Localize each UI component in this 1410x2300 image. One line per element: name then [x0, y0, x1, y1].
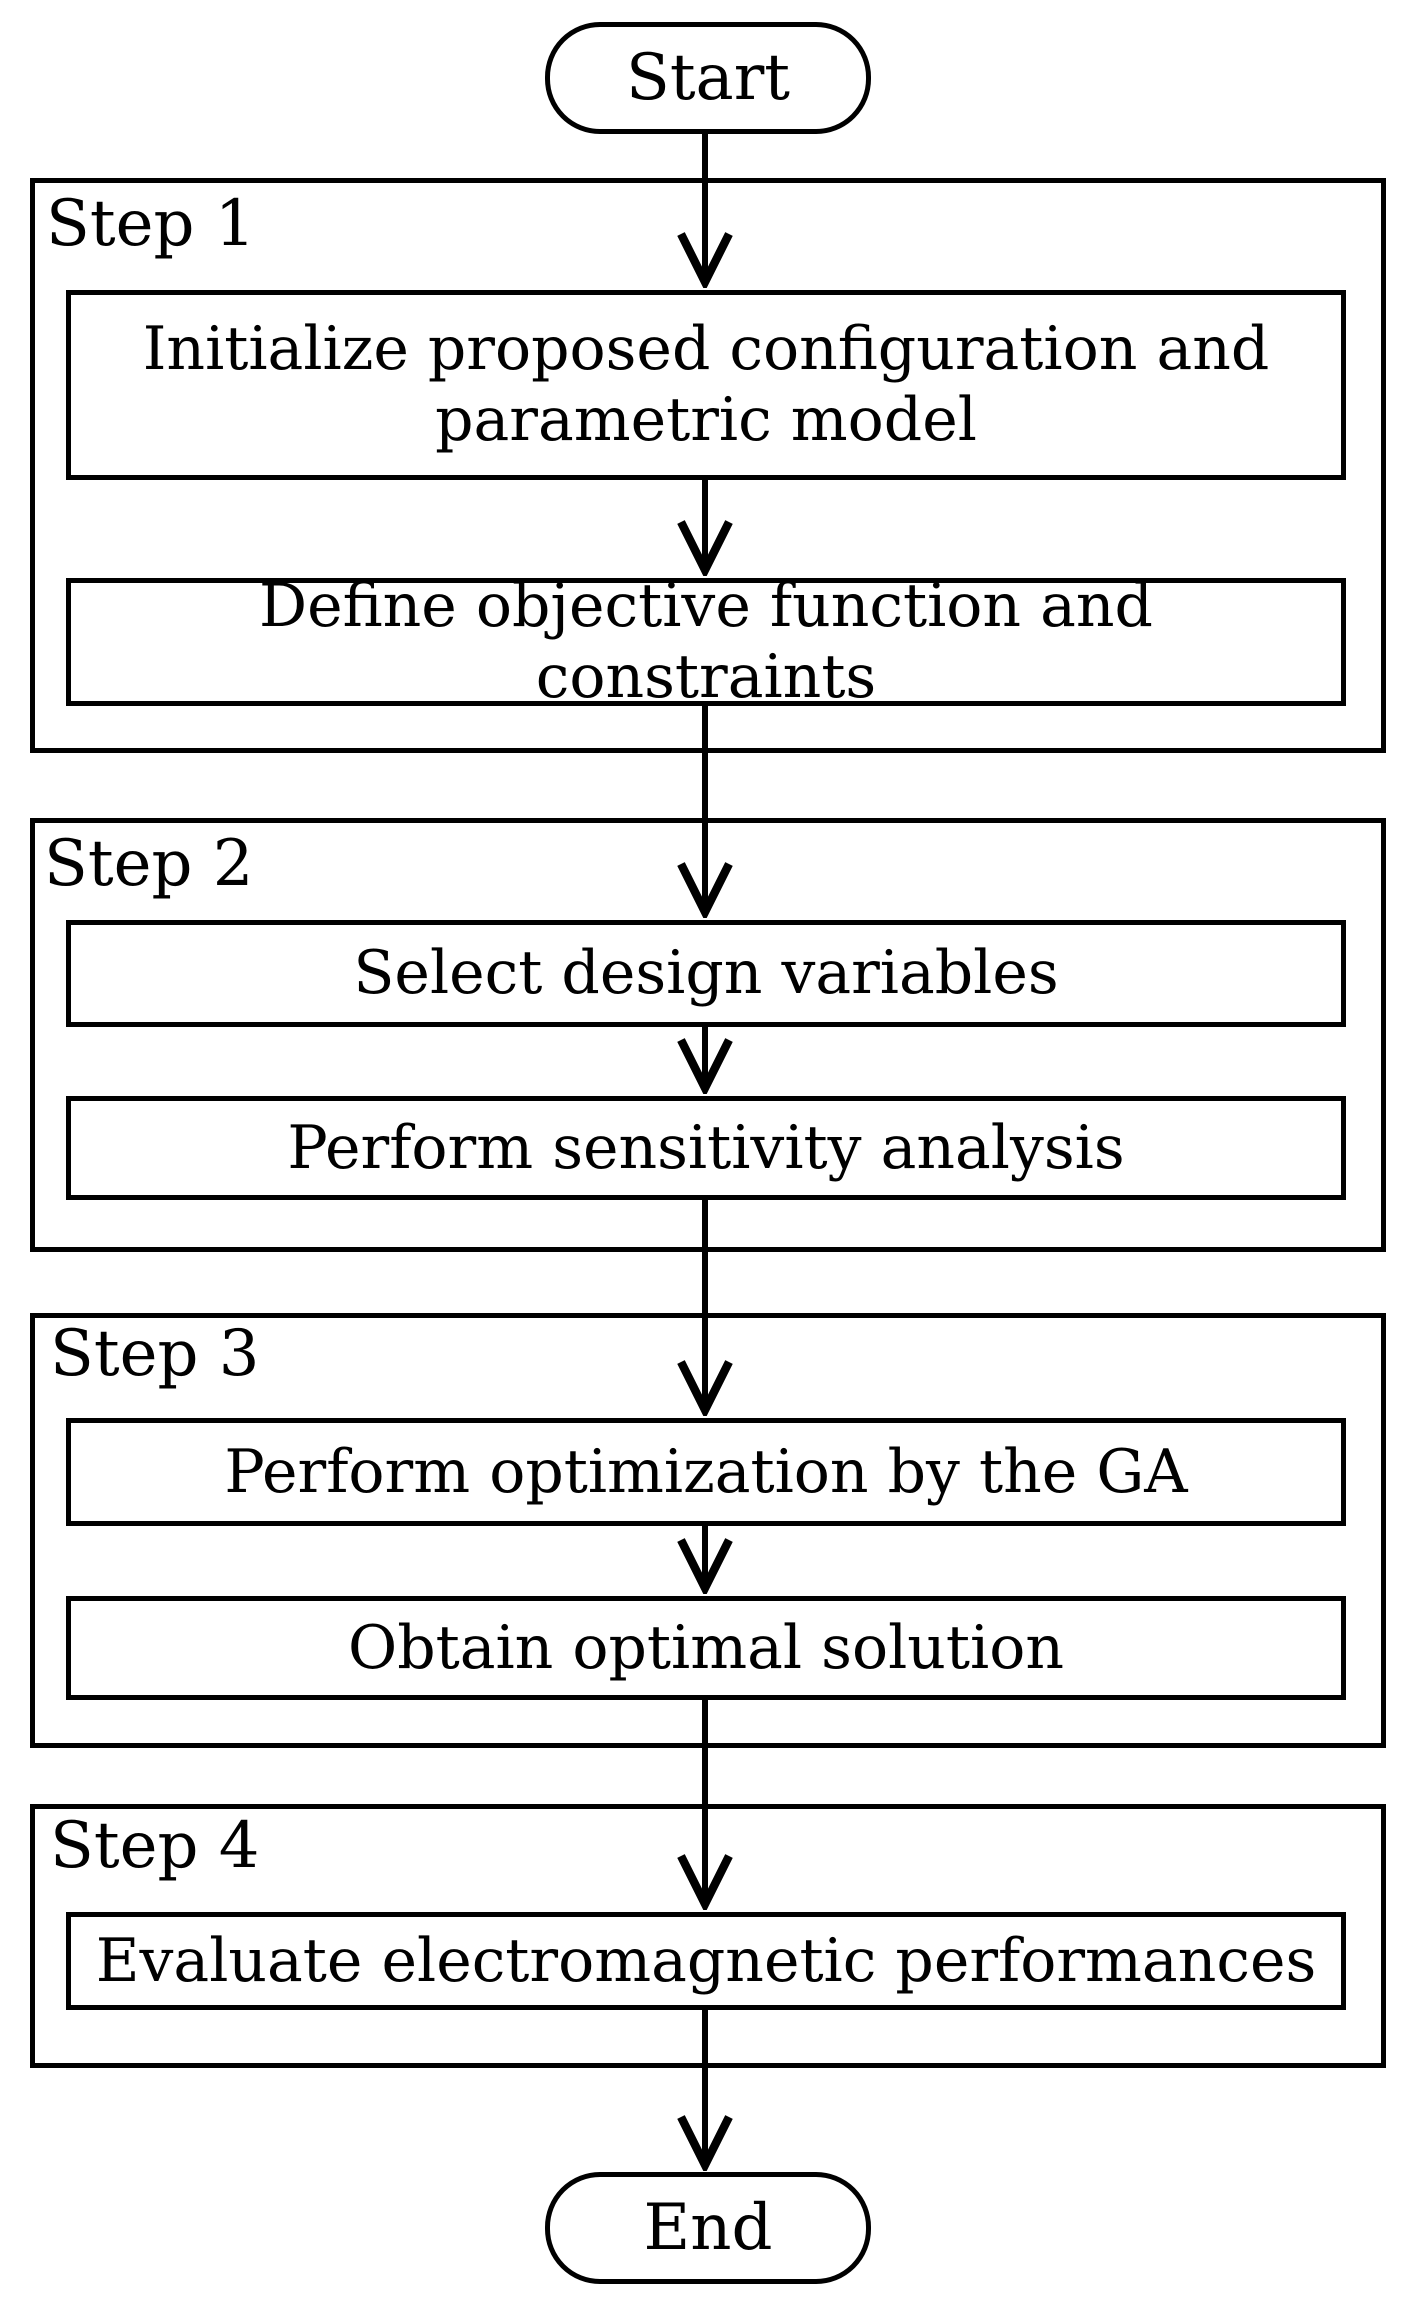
end-label: End	[643, 2191, 773, 2265]
step-4-label: Step 4	[50, 1809, 260, 1883]
select-variables-box: Select design variables	[66, 920, 1346, 1027]
ga-optimization-box: Perform optimization by the GA	[66, 1418, 1346, 1526]
define-objective-text: Define objective function and constraint…	[259, 571, 1153, 712]
sensitivity-analysis-box: Perform sensitivity analysis	[66, 1096, 1346, 1200]
evaluate-performance-box: Evaluate electromagnetic performances	[66, 1912, 1346, 2010]
sensitivity-analysis-text: Perform sensitivity analysis	[287, 1112, 1125, 1183]
optimal-solution-text: Obtain optimal solution	[348, 1612, 1064, 1683]
optimal-solution-box: Obtain optimal solution	[66, 1596, 1346, 1700]
evaluate-performance-text: Evaluate electromagnetic performances	[95, 1925, 1317, 1996]
start-terminal: Start	[545, 22, 871, 134]
step-2-label: Step 2	[44, 827, 254, 901]
ga-optimization-text: Perform optimization by the GA	[224, 1436, 1188, 1507]
end-terminal: End	[545, 2172, 871, 2284]
step-1-frame	[30, 178, 1386, 753]
step-3-label: Step 3	[50, 1317, 260, 1391]
step-2-frame	[30, 818, 1386, 1252]
initialize-model-box: Initialize proposed configuration and pa…	[66, 290, 1346, 480]
initialize-model-text: Initialize proposed configuration and pa…	[142, 314, 1270, 455]
select-variables-text: Select design variables	[353, 938, 1059, 1009]
step-1-label: Step 1	[46, 187, 256, 261]
define-objective-box: Define objective function and constraint…	[66, 571, 1346, 712]
step-4-frame	[30, 1804, 1386, 2068]
step-3-frame	[30, 1313, 1386, 1748]
start-label: Start	[625, 41, 791, 115]
